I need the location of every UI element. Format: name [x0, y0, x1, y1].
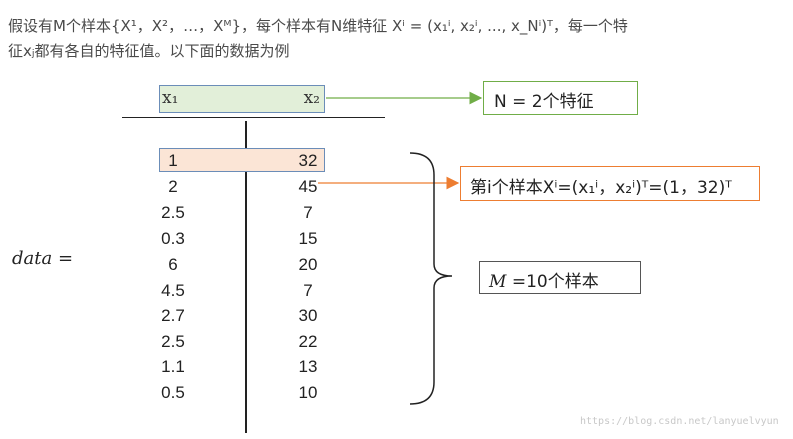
- cell-x1: 2: [168, 177, 178, 196]
- cell-x1: 2.7: [161, 306, 185, 325]
- features-count-box: N = 2个特征: [483, 81, 638, 115]
- cell-x2: 7: [303, 203, 313, 222]
- cell-x1: 6: [168, 255, 178, 274]
- highlighted-row: [159, 148, 325, 172]
- cell-x1: 4.5: [161, 281, 185, 300]
- cell-x1: 0.3: [161, 229, 185, 248]
- samples-count-box: M =10个样本: [479, 261, 641, 294]
- intro-line-2: 征xⱼ都有各自的特征值。以下面的数据为例: [8, 42, 290, 60]
- cell-x1: 2.5: [161, 332, 185, 351]
- intro-line-1: 假设有M个样本{X¹，X²，…，Xᴹ}，每个样本有N维特征 Xⁱ = (x₁ⁱ,…: [8, 17, 628, 35]
- cell-x2: 15: [298, 229, 318, 248]
- samples-brace: [409, 152, 453, 405]
- data-label: data =: [12, 248, 74, 269]
- cell-x2: 32: [298, 151, 318, 170]
- cell-x2: 13: [298, 357, 318, 376]
- feature-header: x₁ x₂: [159, 85, 325, 113]
- cell-x1: 1: [168, 151, 178, 170]
- intro-text: 假设有M个样本{X¹，X²，…，Xᴹ}，每个样本有N维特征 Xⁱ = (x₁ⁱ,…: [8, 14, 788, 64]
- header-x1: x₁: [162, 88, 179, 108]
- cell-x2: 22: [298, 332, 318, 351]
- table-horizontal-line: [122, 117, 385, 118]
- samples-rest: =10个样本: [506, 272, 599, 292]
- header-x2: x₂: [303, 88, 320, 108]
- samples-var: M: [489, 272, 507, 292]
- cell-x2: 7: [303, 281, 313, 300]
- table-vertical-line: [245, 121, 247, 433]
- watermark: https://blog.csdn.net/lanyuelvyun: [580, 416, 779, 427]
- cell-x1: 0.5: [161, 383, 185, 402]
- cell-x2: 10: [298, 383, 318, 402]
- cell-x1: 2.5: [161, 203, 185, 222]
- sample-definition-box: 第i个样本Xⁱ=(x₁ⁱ，x₂ⁱ)ᵀ=(1，32)ᵀ: [460, 166, 760, 201]
- cell-x2: 30: [298, 306, 318, 325]
- cell-x1: 1.1: [161, 357, 185, 376]
- cell-x2: 45: [298, 177, 318, 196]
- cell-x2: 20: [298, 255, 318, 274]
